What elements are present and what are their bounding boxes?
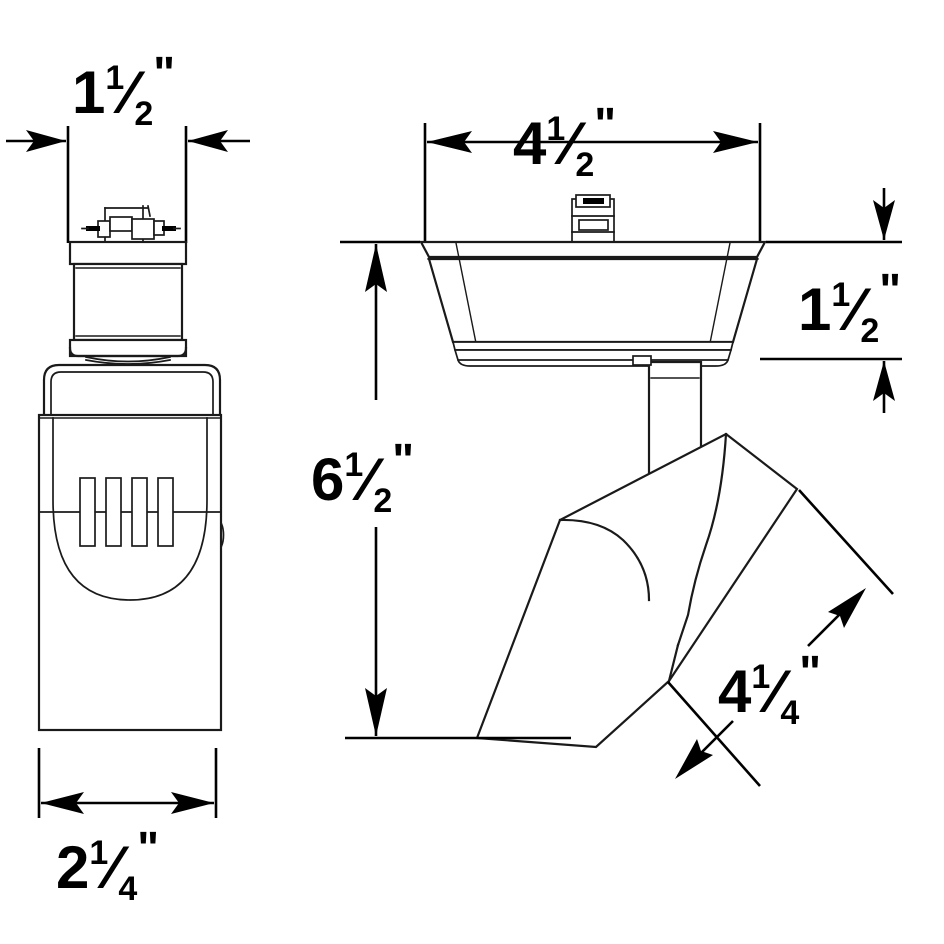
dimension-label-width-bottom-front: 21⁄4" [56, 822, 159, 908]
arrowhead-bottom [365, 688, 387, 736]
dimension-width-bottom-front: 21⁄4" [37, 748, 218, 908]
lamp-housing-front [37, 413, 223, 732]
louver-fin-1 [79, 477, 96, 547]
arrowhead-left [41, 792, 84, 814]
canopy-side [419, 240, 767, 367]
dimension-label-width-top-front: 11⁄2" [72, 47, 175, 133]
arrowhead-right [188, 130, 228, 152]
front-view-group: 11⁄2" [6, 47, 250, 908]
arrowhead-lower [675, 739, 713, 779]
stem-collar [632, 355, 652, 366]
arrowhead-left [26, 130, 66, 152]
track-adapter-side [571, 194, 615, 243]
louver-fin-3 [131, 477, 148, 547]
arrowhead-right [713, 131, 758, 153]
tilted-lamp-head-side [475, 432, 799, 749]
louver-fin-4 [157, 477, 174, 547]
arrowhead-left [427, 131, 472, 153]
dimension-height-canopy-side: 11⁄2" [760, 188, 902, 413]
dimension-width-top-front: 11⁄2" [6, 47, 250, 243]
dimension-height-overall-side: 61⁄2" [311, 240, 571, 740]
transformer-body-front [68, 240, 188, 365]
arrowhead-top [365, 244, 387, 292]
arrowhead-top [873, 200, 895, 240]
track-adapter-front [81, 204, 181, 243]
louver-fin-2 [105, 477, 122, 547]
arrowhead-bottom [873, 361, 895, 401]
arrowhead-right [171, 792, 214, 814]
extension-line-upper [798, 489, 894, 595]
extension-line-lower [667, 681, 761, 787]
arrowhead-upper [828, 588, 866, 628]
dimension-label-height-canopy-side: 11⁄2" [798, 264, 901, 350]
